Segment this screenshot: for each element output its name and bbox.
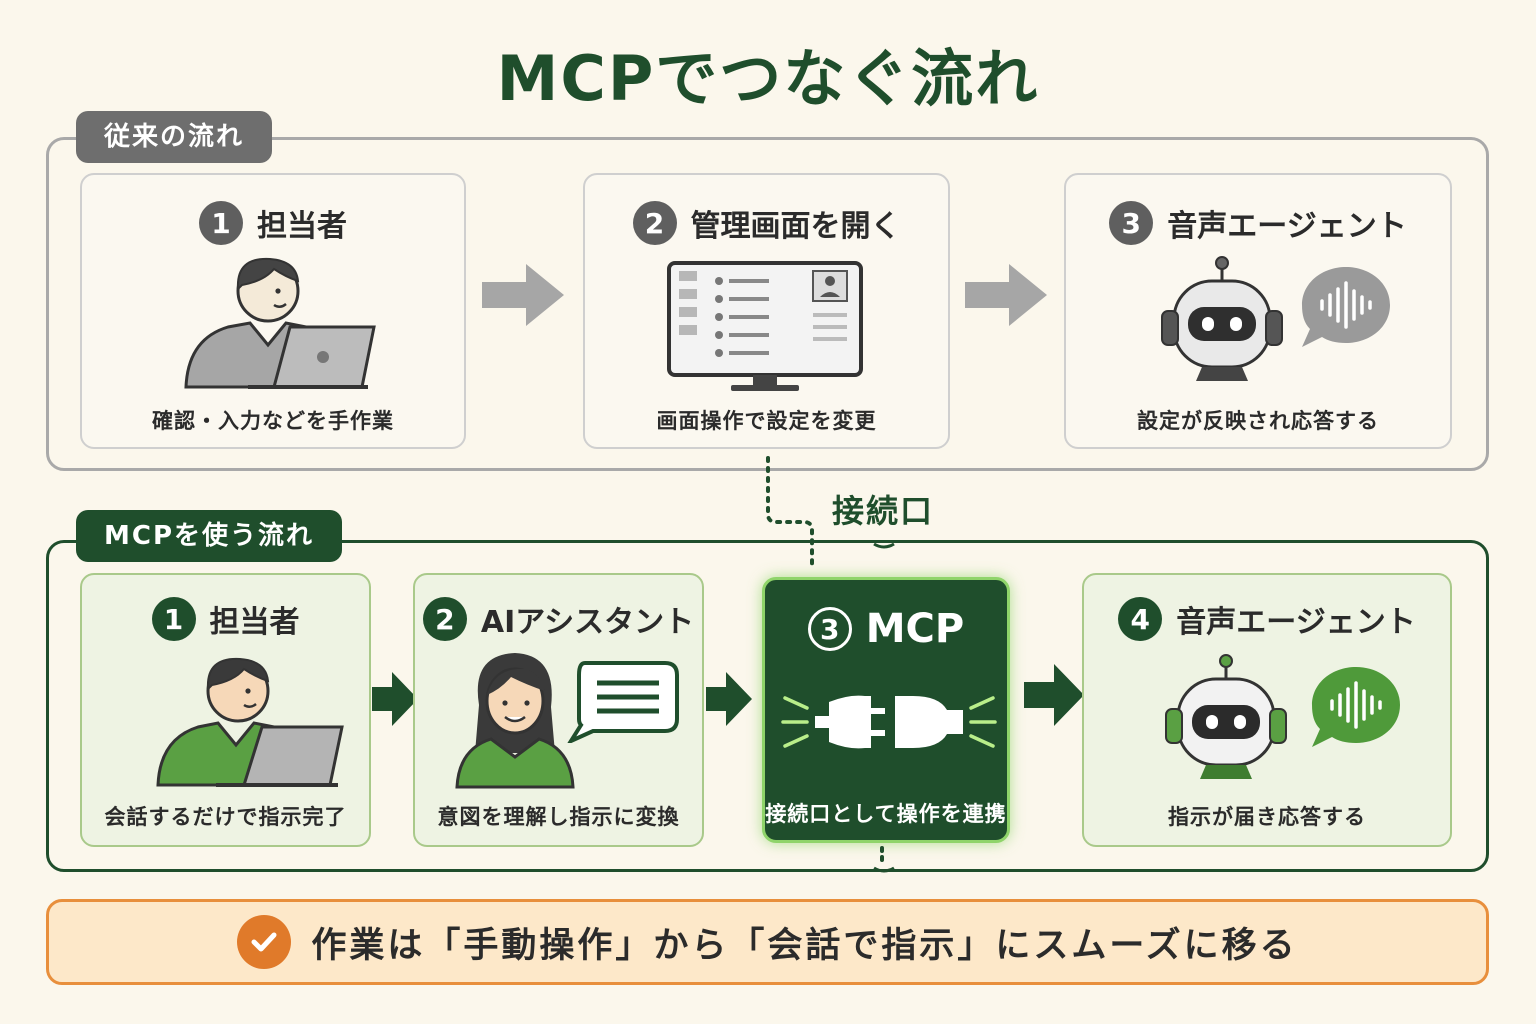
step-title: 音声エージェント: [1167, 209, 1407, 244]
step-number-badge: 3: [1109, 201, 1154, 245]
step-title: AIアシスタント: [480, 605, 695, 640]
connector-label: 接続口: [832, 492, 935, 530]
monitor-icon: [667, 261, 863, 391]
step-caption: 指示が届き応答する: [1168, 805, 1366, 829]
checkmark-icon: [237, 915, 292, 969]
step-number-badge: 3: [807, 607, 852, 651]
arrow-right-icon: [965, 264, 1047, 326]
step-caption: 画面操作で設定を変更: [656, 409, 877, 433]
voice-bubble-icon: [1312, 667, 1400, 747]
new-step-ai-assistant-card: 2 AIアシスタント 意図を理解し指示に変換: [413, 573, 704, 847]
step-caption: 意図を理解し指示に変換: [437, 805, 680, 829]
step-caption: 会話するだけで指示完了: [104, 805, 347, 829]
assistant-person-icon: [455, 653, 575, 789]
arrow-right-icon: [706, 672, 752, 726]
voice-bubble-icon: [1302, 267, 1390, 347]
new-step-voice-agent-card: 4 音声エージェント 指示が届き応答する: [1082, 573, 1452, 847]
step-caption: 確認・入力などを手作業: [152, 409, 394, 433]
step-title: 担当者: [257, 209, 347, 244]
chat-bubble-icon: [567, 661, 679, 743]
step-title: MCP: [865, 606, 965, 652]
step-title: 担当者: [209, 605, 300, 640]
connector-dotted-line: [766, 456, 895, 572]
step-number-badge: 2: [632, 201, 677, 245]
step-caption: 設定が反映され応答する: [1137, 409, 1379, 433]
step-number-badge: 1: [151, 597, 196, 641]
person-laptop-icon: [156, 657, 344, 787]
old-flow-label: 従来の流れ: [76, 111, 273, 163]
plug-connector-icon: [781, 695, 997, 749]
step-number-badge: 4: [1118, 597, 1163, 641]
page-title: MCPでつなぐ流れ: [496, 42, 1040, 115]
old-step-admin-card: 2 管理画面を開く 画面操作で設定を変更: [583, 173, 950, 449]
old-step-voice-agent-card: 3 音声エージェント 設定が反映され応答する: [1064, 173, 1452, 449]
arrow-right-icon: [1024, 664, 1084, 726]
mcp-step-card: 3 MCP 接続口として操作を連携: [762, 577, 1010, 843]
new-step-person-card: 1 担当者 会話するだけで指示完了: [80, 573, 371, 847]
step-caption: 接続口として操作を連携: [765, 802, 1007, 826]
arrow-right-icon: [372, 672, 418, 726]
step-title: 音声エージェント: [1176, 605, 1416, 640]
robot-icon: [1161, 256, 1283, 381]
mcp-connector-dotted-line: [873, 846, 895, 873]
step-number-badge: 1: [199, 201, 243, 245]
robot-icon: [1165, 654, 1287, 779]
old-step-person-card: 1 担当者 確認・入力などを手作業: [80, 173, 466, 449]
mcp-flow-label: MCPを使う流れ: [76, 510, 343, 562]
mcp-flow-section: [46, 540, 1489, 872]
arrow-right-icon: [482, 264, 564, 326]
step-number-badge: 2: [422, 597, 467, 641]
person-laptop-icon: [184, 257, 376, 389]
summary-banner: 作業は「手動操作」から「会話で指示」にスムーズに移る: [46, 899, 1489, 985]
summary-text: 作業は「手動操作」から「会話で指示」にスムーズに移る: [311, 925, 1298, 966]
step-title: 管理画面を開く: [690, 209, 901, 244]
